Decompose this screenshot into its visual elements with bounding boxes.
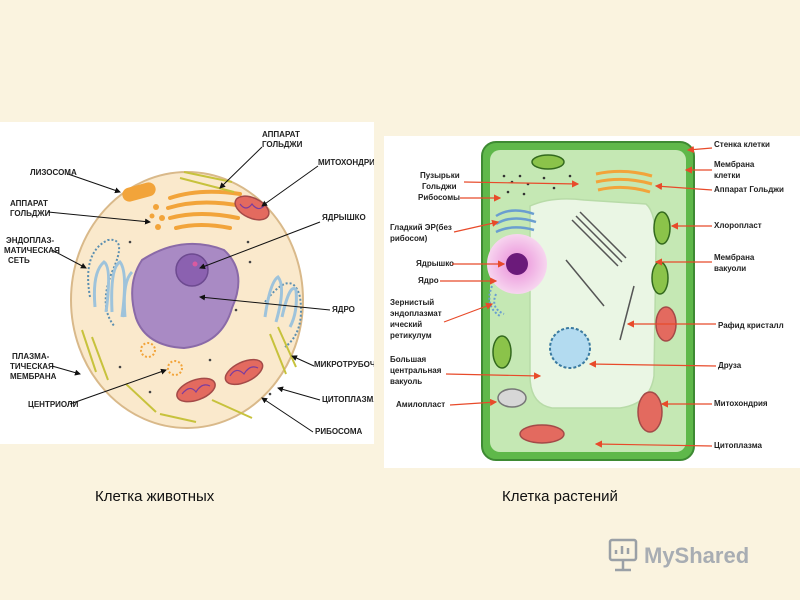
label-vacuole-1: Большая	[390, 355, 427, 364]
central-vacuole	[529, 198, 657, 409]
animal-mitochondria	[176, 195, 270, 403]
label-rough-er-2: эндоплазмат	[390, 309, 442, 318]
microtubules	[81, 171, 297, 423]
amyloplast	[497, 388, 527, 408]
watermark-text: MyShared	[644, 543, 749, 568]
label-golgi-right-1: АППАРАТ	[262, 130, 300, 139]
label-er-3: СЕТЬ	[8, 256, 30, 265]
presentation-icon	[608, 538, 638, 572]
label-er-2: МАТИЧЕСКАЯ	[4, 246, 60, 255]
raphide-crystals	[565, 211, 635, 341]
plant-cell-diagram: Пузырьки Гольджи Рибосомы Гладкий ЭР(без…	[390, 140, 784, 461]
plant-golgi	[595, 169, 653, 194]
rough-er-right	[264, 282, 302, 348]
label-membrane-2: клетки	[714, 171, 740, 180]
label-centrioles: ЦЕНТРИОЛИ	[28, 400, 79, 409]
label-membrane-3: МЕМБРАНА	[10, 372, 57, 381]
label-nucleolus: Ядрышко	[416, 259, 454, 268]
label-golgi-right-2: ГОЛЬДЖИ	[262, 140, 303, 149]
label-ribosome: РИБОСОМА	[315, 427, 363, 436]
label-raphide: Рафид кристалл	[718, 321, 784, 330]
label-amyloplast: Амилопласт	[396, 400, 445, 409]
label-vacuole-3: вакуоль	[390, 377, 422, 386]
label-membrane-1: ПЛАЗМА-	[12, 352, 50, 361]
label-mitochondria: МИТОХОНДРИЯ	[318, 158, 374, 167]
label-smooth-er-1: Гладкий ЭР(без	[390, 223, 452, 232]
label-nucleus: Ядро	[418, 276, 439, 285]
smooth-er-loops-right	[263, 275, 298, 328]
animal-ribosomes	[118, 240, 272, 396]
label-mitochondria: Митохондрия	[714, 399, 768, 408]
centrioles	[140, 342, 183, 376]
plant-cell-caption: Клетка растений	[502, 488, 618, 505]
plant-mitochondria	[519, 306, 677, 444]
plant-nucleolus	[506, 253, 528, 275]
animal-nucleus	[131, 242, 240, 350]
label-vacuole-membrane-1: Мембрана	[714, 253, 755, 262]
plant-cell-panel: Пузырьки Гольджи Рибосомы Гладкий ЭР(без…	[384, 136, 800, 468]
label-vesicles-2: Гольджи	[422, 182, 457, 191]
animal-cell-panel: ЛИЗОСОМА АППАРАТ ГОЛЬДЖИ МИТОХОНДРИЯ АПП…	[0, 122, 386, 444]
animal-cell-diagram: ЛИЗОСОМА АППАРАТ ГОЛЬДЖИ МИТОХОНДРИЯ АПП…	[4, 130, 386, 436]
lysosome	[122, 182, 156, 202]
animal-nucleolus	[175, 253, 209, 287]
label-cytoplasm: Цитоплазма	[714, 441, 763, 450]
label-druse: Друза	[718, 361, 742, 370]
label-ribosomes: Рибосомы	[418, 193, 460, 202]
label-microtubules: МИКРОТРУБОЧКИ	[314, 360, 374, 369]
label-chloroplast: Хлоропласт	[714, 221, 762, 230]
label-rough-er-1: Зернистый	[390, 298, 434, 307]
label-nucleus: ЯДРО	[332, 305, 355, 314]
plant-chloroplasts	[492, 154, 671, 369]
label-membrane-1: Мембрана	[714, 160, 755, 169]
label-golgi-left-1: АППАРАТ	[10, 199, 48, 208]
animal-golgi	[166, 189, 244, 230]
label-vacuole-membrane-2: вакуоли	[714, 264, 746, 273]
label-lysosome: ЛИЗОСОМА	[30, 168, 77, 177]
myshared-logo: MyShared	[608, 538, 749, 572]
label-vesicles-1: Пузырьки	[420, 171, 460, 180]
smooth-er-loops	[92, 260, 134, 318]
label-er-1: ЭНДОПЛАЗ-	[6, 236, 55, 245]
label-vacuole-2: центральная	[390, 366, 442, 375]
label-cell-wall: Стенка клетки	[714, 140, 770, 149]
label-membrane-2: ТИЧЕСКАЯ	[10, 362, 54, 371]
label-smooth-er-2: рибосом)	[390, 234, 428, 243]
animal-cell-caption: Клетка животных	[95, 488, 215, 505]
label-golgi-left-2: ГОЛЬДЖИ	[10, 209, 51, 218]
label-rough-er-4: ретикулум	[390, 331, 432, 340]
label-nucleolus: ЯДРЫШКО	[322, 213, 366, 222]
druse	[549, 327, 591, 369]
label-rough-er-3: ический	[390, 320, 422, 329]
label-cytoplasm: ЦИТОПЛАЗМА	[322, 395, 374, 404]
label-golgi: Аппарат Гольджи	[714, 185, 784, 194]
